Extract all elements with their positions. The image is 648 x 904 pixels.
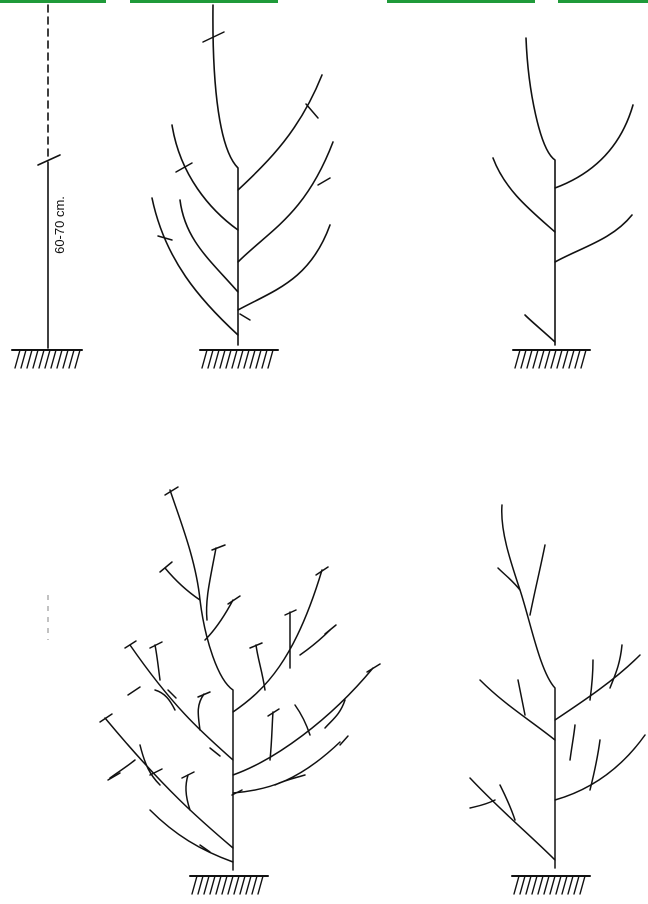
accent-bar — [130, 0, 278, 3]
accent-bar — [387, 0, 535, 3]
panel-step-2-first-pruning — [152, 5, 333, 368]
branch-right-2 — [233, 668, 373, 775]
branch-right-1-side-2 — [610, 645, 622, 688]
panel-step-1-maiden-whip — [12, 5, 82, 368]
leader-side — [207, 548, 216, 620]
leader-side-3 — [205, 600, 233, 640]
ground-hatch — [513, 350, 590, 368]
branch-right-1 — [555, 105, 633, 188]
branch-right-1 — [238, 75, 322, 190]
branch-left-1 — [480, 680, 555, 740]
cut-mark — [38, 155, 60, 165]
leader-side — [530, 545, 545, 615]
panel-step-5-after-second-pruning — [470, 505, 645, 894]
branch-right-2 — [555, 215, 632, 262]
branch-left-3 — [152, 198, 238, 335]
ground-hatch — [12, 350, 82, 368]
panel-step-4-second-pruning — [100, 487, 380, 894]
branch-left-2-side-2 — [470, 800, 495, 808]
branch-right-1-side — [256, 645, 265, 690]
branch-right-2-side-2 — [295, 705, 310, 735]
ground-hatch — [190, 876, 268, 894]
branch-left-3 — [150, 810, 233, 862]
branch-left-1 — [493, 158, 555, 232]
leader-side-2 — [165, 568, 200, 600]
branch-left-1-side-3 — [155, 645, 160, 680]
branch-left-2 — [525, 315, 555, 342]
branch-right-1 — [555, 655, 640, 720]
leader — [526, 38, 555, 345]
branch-left-1 — [130, 645, 233, 760]
branch-left-2 — [470, 778, 555, 860]
leader — [502, 505, 555, 868]
cut-marks — [158, 32, 330, 320]
branch-right-2-side-2 — [570, 725, 575, 760]
branch-left-1 — [172, 125, 238, 230]
branch-left-2 — [180, 200, 238, 292]
top-accent-bars — [0, 0, 648, 3]
branch-right-1 — [233, 570, 322, 712]
branch-left-2 — [105, 718, 233, 848]
panel-step-3-after-first-pruning — [493, 38, 633, 368]
ground-hatch — [200, 350, 278, 368]
branch-left-1-side — [198, 694, 204, 730]
branch-left-1-side — [518, 680, 525, 715]
accent-bar — [0, 0, 106, 3]
cut-height-label: 60-70 cm. — [50, 185, 70, 265]
branch-left-2-side-3 — [110, 760, 135, 778]
accent-bar — [558, 0, 648, 3]
cut-marks — [100, 487, 380, 852]
branch-left-2-side-2 — [140, 745, 160, 785]
branch-right-3-side — [275, 775, 305, 785]
leader — [170, 490, 233, 870]
branch-right-3 — [233, 742, 340, 793]
leader — [213, 5, 238, 345]
branch-left-2-side — [186, 775, 190, 810]
branch-right-3 — [238, 225, 330, 310]
branch-right-2-side — [270, 712, 273, 760]
ground-hatch — [512, 876, 590, 894]
branch-right-2 — [238, 142, 333, 262]
